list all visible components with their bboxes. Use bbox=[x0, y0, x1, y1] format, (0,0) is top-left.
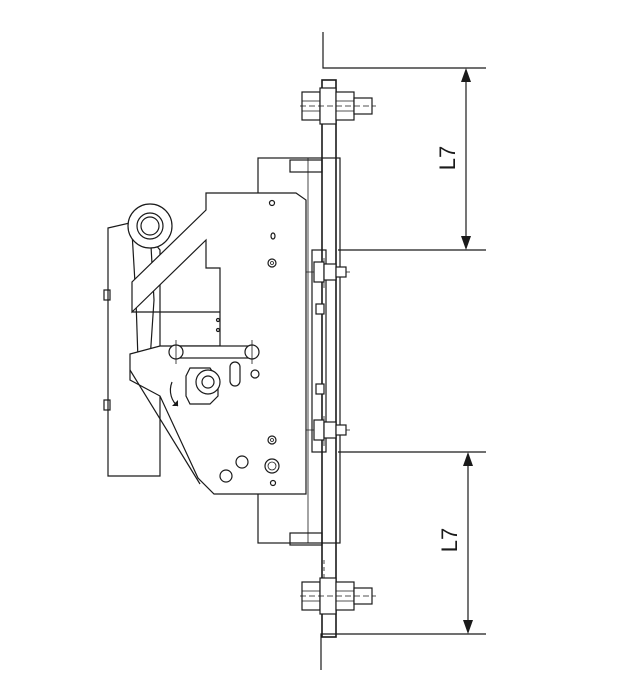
bottom-bolt-assembly bbox=[300, 560, 376, 615]
dimension-lower: L7 bbox=[437, 452, 473, 634]
rotation-arrow-icon bbox=[169, 381, 179, 407]
front-plate bbox=[129, 192, 307, 495]
handle-shaft bbox=[185, 361, 260, 405]
dimension-upper: L7 bbox=[435, 68, 471, 250]
mounting-bracket-outline bbox=[320, 32, 486, 670]
middle-upper-bolt bbox=[298, 258, 350, 315]
link-rod bbox=[168, 340, 260, 364]
mounting-rail bbox=[257, 79, 341, 638]
plate-holes bbox=[215, 199, 280, 487]
top-roller bbox=[127, 203, 173, 249]
dimension-label-lower: L7 bbox=[437, 528, 462, 552]
middle-lower-bolt bbox=[298, 383, 350, 446]
top-bolt-assembly bbox=[300, 87, 376, 125]
dimension-label-upper: L7 bbox=[435, 146, 460, 170]
